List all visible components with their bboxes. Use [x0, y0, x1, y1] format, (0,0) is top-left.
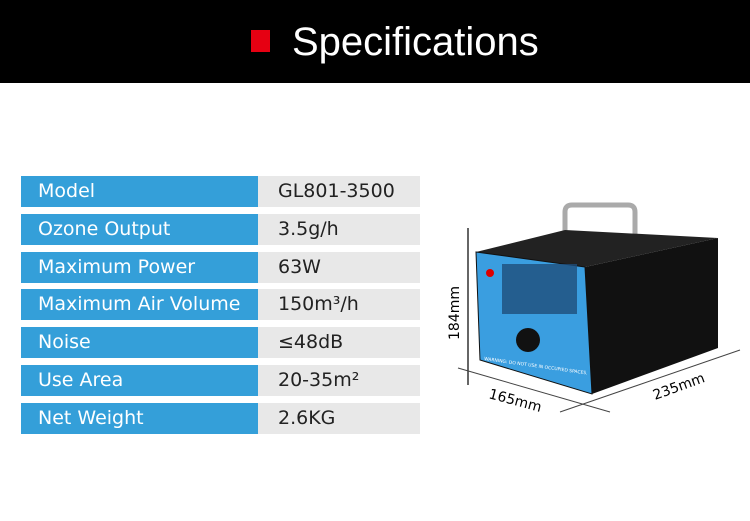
spec-label: Ozone Output [21, 213, 258, 245]
spec-label: Use Area [21, 365, 258, 396]
width-label: 235mm [651, 370, 707, 404]
spec-value: GL801-3500 [258, 176, 420, 207]
handle [562, 202, 638, 248]
device-side [585, 238, 718, 394]
header-bar: Specifications [0, 0, 750, 83]
spec-row: Noise≤48dB [21, 327, 420, 359]
vent-grille [502, 264, 577, 314]
spec-label: Noise [21, 327, 258, 359]
spec-value: 20-35m² [258, 365, 420, 396]
spec-value: ≤48dB [258, 327, 420, 359]
device-top [476, 230, 718, 267]
page-title: Specifications [292, 20, 539, 64]
power-light [486, 269, 494, 277]
height-label: 184mm [447, 286, 463, 340]
depth-dimension-line [457, 367, 611, 413]
spec-value: 150m³/h [258, 289, 420, 321]
spec-label: Model [21, 176, 258, 207]
depth-label: 165mm [487, 386, 543, 415]
width-dimension-line [559, 349, 741, 413]
timer-knob [516, 328, 540, 352]
spec-label: Net Weight [21, 402, 258, 434]
spec-label: Maximum Air Volume [21, 289, 258, 321]
spec-label: Maximum Power [21, 251, 258, 283]
red-square-marker [251, 30, 270, 52]
product-image: WARNING: DO NOT USE IN OCCUPIED SPACES. … [447, 202, 741, 416]
spec-value: 2.6KG [258, 402, 420, 434]
spec-value: 3.5g/h [258, 213, 420, 245]
spec-value: 63W [258, 251, 420, 283]
